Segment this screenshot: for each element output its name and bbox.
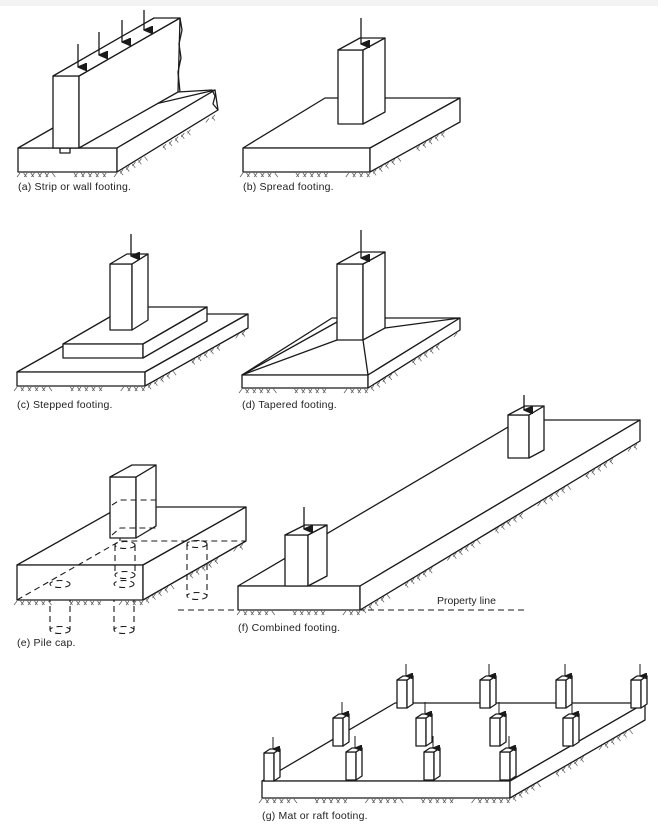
pile [113, 586, 135, 635]
column [479, 664, 497, 709]
pile-cap-drawing [16, 464, 247, 635]
column [555, 664, 573, 709]
wall [52, 75, 80, 149]
top-border [0, 0, 658, 6]
caption-strip-footing: (a) Strip or wall footing. [18, 181, 132, 193]
caption-combined-footing: (f) Combined footing. [238, 622, 341, 634]
pile [186, 539, 208, 601]
caption-pile-cap: (e) Pile cap. [17, 637, 76, 649]
combined-footing-drawing [178, 395, 641, 611]
pile [49, 586, 71, 635]
column [562, 702, 580, 747]
column [423, 736, 441, 781]
column [630, 664, 648, 709]
column [489, 702, 507, 747]
column [337, 49, 364, 125]
strip-footing-slab [17, 147, 118, 173]
mat-footing-drawing [261, 664, 648, 799]
column [109, 263, 133, 331]
column [396, 664, 414, 709]
caption-tapered-footing: (d) Tapered footing. [242, 399, 337, 411]
caption-stepped-footing: (c) Stepped footing. [17, 399, 113, 411]
spread-footing-drawing [242, 18, 461, 173]
ground-hatching [13, 114, 638, 804]
column [284, 534, 309, 587]
column [499, 736, 517, 781]
column [332, 702, 350, 747]
column [345, 736, 363, 781]
pile [114, 540, 136, 580]
caption-spread-footing: (b) Spread footing. [243, 181, 334, 193]
property-line-label: Property line [437, 595, 496, 607]
column [415, 702, 433, 747]
strip-footing-drawing [17, 10, 219, 173]
caption-mat-footing: (g) Mat or raft footing. [262, 810, 368, 822]
tapered-footing-drawing [241, 230, 461, 389]
stepped-footing-drawing [16, 234, 249, 387]
column [336, 263, 364, 341]
column [263, 737, 281, 782]
column [507, 414, 530, 459]
column [109, 476, 137, 539]
